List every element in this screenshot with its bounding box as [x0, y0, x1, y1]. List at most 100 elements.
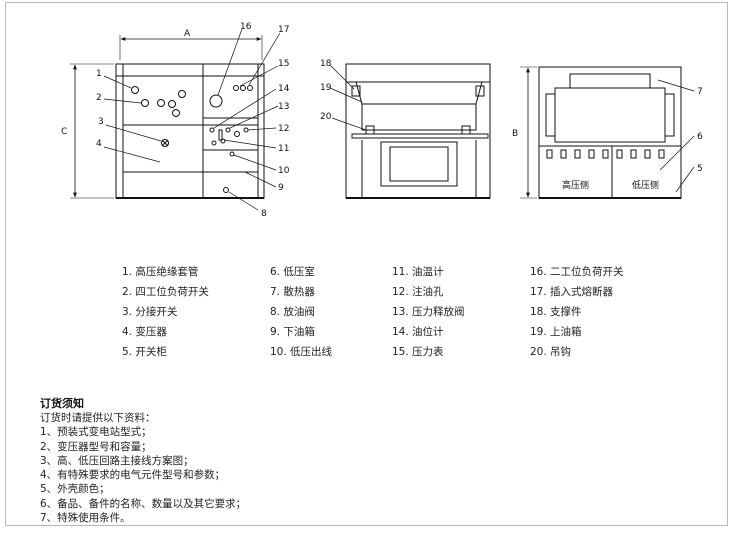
ordering-notes-title: 订货须知 [40, 397, 84, 410]
end-view [520, 66, 695, 199]
legend-text: 四工位负荷开关 [135, 286, 209, 298]
legend-item: 18. 支撑件 [530, 305, 582, 319]
legend-number: 9. [270, 326, 281, 338]
legend-item: 5. 开关柜 [122, 345, 167, 359]
legend-number: 15. [392, 346, 409, 358]
ordering-note-item: 4、有特殊要求的电气元件型号和参数； [40, 469, 226, 482]
ordering-note-item: 5、外壳颜色； [40, 483, 110, 496]
legend-number: 18. [530, 306, 547, 318]
legend-item: 2. 四工位负荷开关 [122, 285, 209, 299]
dimension-a-label: A [184, 29, 191, 39]
legend-item: 17. 插入式熔断器 [530, 285, 613, 299]
legend-text: 油温计 [412, 266, 444, 278]
callout-18: 18 [320, 59, 332, 69]
callout-11: 11 [278, 144, 289, 154]
substation-outline-drawing: A C B 1 2 3 4 5 6 7 8 9 10 11 12 13 14 1… [61, 22, 703, 219]
legend-item: 11. 油温计 [392, 265, 444, 279]
legend-text: 散热器 [283, 286, 315, 298]
callout-8: 8 [261, 209, 267, 219]
ordering-note-item: 1、预装式变电站型式； [40, 426, 152, 439]
legend-item: 16. 二工位负荷开关 [530, 265, 624, 279]
dimension-b-label: B [512, 129, 518, 139]
legend-number: 2. [122, 286, 133, 298]
callout-2: 2 [96, 93, 102, 103]
ordering-note-item: 7、特殊使用条件。 [40, 512, 131, 525]
legend-item: 20. 吊钩 [530, 345, 571, 359]
legend-text: 压力表 [412, 346, 444, 358]
side-view [329, 63, 491, 199]
ordering-note-item: 6、备品、备件的名称、数量以及其它要求； [40, 497, 247, 510]
legend-text: 二工位负荷开关 [550, 266, 624, 278]
legend-number: 11. [392, 266, 409, 278]
ordering-notes-intro: 订货时请提供以下资料： [40, 412, 156, 424]
callout-14: 14 [278, 84, 290, 94]
legend-text: 注油孔 [412, 286, 444, 298]
callout-7: 7 [697, 87, 703, 97]
dimension-c-label: C [61, 127, 67, 137]
callout-10: 10 [278, 166, 290, 176]
legend-number: 4. [122, 326, 133, 338]
callout-17: 17 [278, 25, 289, 35]
legend-number: 17. [530, 286, 547, 298]
legend-text: 压力释放阀 [412, 306, 465, 318]
legend-item: 12. 注油孔 [392, 285, 444, 299]
legend-text: 高压绝缘套管 [135, 266, 199, 278]
low-side-label: 低压侧 [632, 179, 659, 191]
callout-20: 20 [320, 112, 332, 122]
legend-number: 7. [270, 286, 281, 298]
legend-item: 10. 低压出线 [270, 345, 332, 359]
legend-text: 分接开关 [135, 306, 178, 318]
legend-number: 16. [530, 266, 547, 278]
callout-1: 1 [96, 69, 102, 79]
drawing-annotations: A C B 1 2 3 4 5 6 7 8 9 10 11 12 13 14 1… [61, 22, 703, 219]
legend-number: 10. [270, 346, 287, 358]
legend-number: 8. [270, 306, 281, 318]
legend-number: 12. [392, 286, 409, 298]
ordering-notes-list: 1、预装式变电站型式；2、变压器型号和容量；3、高、低压回路主接线方案图； 4、有… [40, 425, 700, 525]
legend-item: 19. 上油箱 [530, 325, 582, 339]
legend-number: 13. [392, 306, 409, 318]
legend-number: 5. [122, 346, 133, 358]
legend-item: 3. 分接开关 [122, 305, 177, 319]
callout-12: 12 [278, 124, 289, 134]
callout-15: 15 [278, 59, 289, 69]
legend-item: 9. 下油箱 [270, 325, 315, 339]
callout-4: 4 [96, 139, 102, 149]
legend-item: 15. 压力表 [392, 345, 444, 359]
callout-9: 9 [278, 183, 284, 193]
legend-text: 吊钩 [550, 346, 572, 358]
ordering-note-item: 3、高、低压回路主接线方案图； [40, 454, 194, 467]
legend-item: 13. 压力释放阀 [392, 305, 465, 319]
legend-text: 插入式熔断器 [550, 286, 614, 298]
legend-number: 3. [122, 306, 133, 318]
legend-item: 6. 低压室 [270, 265, 315, 279]
ordering-notes: 订货须知 订货时请提供以下资料： 1、预装式变电站型式；2、变压器型号和容量；3… [40, 396, 700, 525]
callout-3: 3 [98, 117, 104, 127]
callout-19: 19 [320, 83, 332, 93]
ordering-note-item: 2、变压器型号和容量； [40, 440, 152, 453]
legend-item: 7. 散热器 [270, 285, 315, 299]
legend-text: 支撑件 [550, 306, 582, 318]
content-frame [5, 2, 728, 526]
legend-text: 开关柜 [135, 346, 167, 358]
legend-text: 上油箱 [550, 326, 582, 338]
legend-text: 下油箱 [283, 326, 315, 338]
legend-number: 20. [530, 346, 547, 358]
legend-text: 变压器 [135, 326, 167, 338]
legend-item: 1. 高压绝缘套管 [122, 265, 198, 279]
callout-16: 16 [240, 22, 252, 32]
legend-item: 8. 放油阀 [270, 305, 315, 319]
legend-number: 19. [530, 326, 547, 338]
callout-13: 13 [278, 102, 289, 112]
legend-text: 油位计 [412, 326, 444, 338]
callout-6: 6 [697, 132, 703, 142]
high-side-label: 高压侧 [562, 179, 589, 191]
legend-item: 4. 变压器 [122, 325, 167, 339]
legend-number: 14. [392, 326, 409, 338]
callout-5: 5 [697, 164, 703, 174]
legend-text: 放油阀 [283, 306, 315, 318]
legend-number: 1. [122, 266, 133, 278]
legend-number: 6. [270, 266, 281, 278]
legend-text: 低压室 [283, 266, 315, 278]
